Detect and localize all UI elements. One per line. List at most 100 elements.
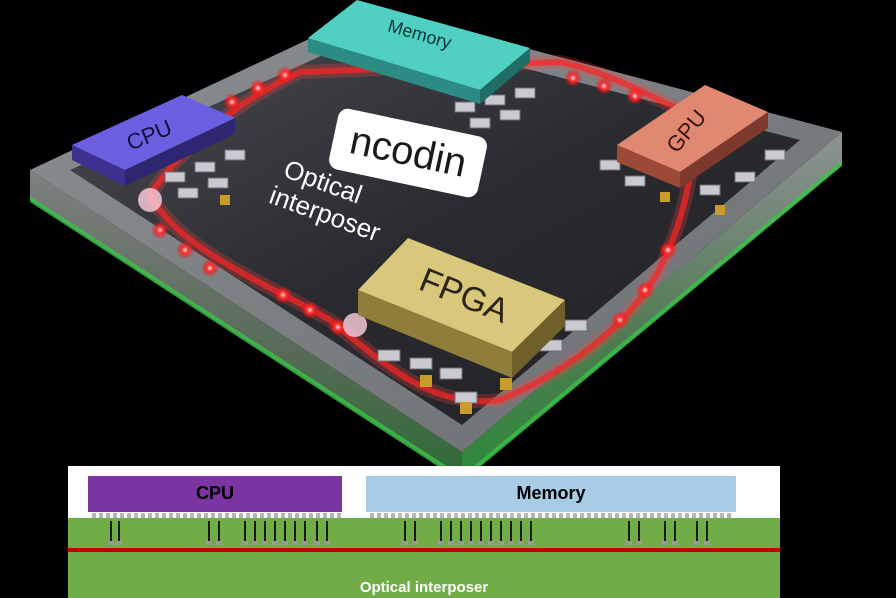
xs-cpu-label: CPU <box>195 483 234 503</box>
solder-bump <box>692 513 696 518</box>
plate-right-side <box>462 132 842 480</box>
solder-bump <box>559 513 563 518</box>
solder-bump <box>377 513 381 518</box>
solder-bump <box>384 513 388 518</box>
solder-bump <box>622 513 626 518</box>
solder-bump <box>517 513 521 518</box>
via-pad <box>458 541 464 545</box>
cross-section-graphic <box>68 476 780 598</box>
solder-bump <box>629 513 633 518</box>
via-pad <box>282 541 288 545</box>
via-line <box>316 521 318 541</box>
via-line <box>208 521 210 541</box>
solder-bump <box>155 513 159 518</box>
via-pad <box>116 541 122 545</box>
solder-bump <box>524 513 528 518</box>
solder-bump <box>594 513 598 518</box>
via-pad <box>498 541 504 545</box>
solder-bump <box>573 513 577 518</box>
via-line <box>264 521 266 541</box>
solder-bump <box>190 513 194 518</box>
solder-bump <box>706 513 710 518</box>
solder-bump <box>531 513 535 518</box>
solder-bump <box>274 513 278 518</box>
solder-bump <box>503 513 507 518</box>
solder-bump <box>113 513 117 518</box>
via-pad <box>292 541 298 545</box>
solder-bump <box>699 513 703 518</box>
gold-contacts <box>220 192 725 414</box>
via-pad <box>108 541 114 545</box>
solder-bump <box>253 513 257 518</box>
solder-bump <box>664 513 668 518</box>
solder-bump <box>204 513 208 518</box>
via-line <box>284 521 286 541</box>
solder-bump <box>92 513 96 518</box>
via-line <box>450 521 452 541</box>
via-pad <box>302 541 308 545</box>
solder-bump <box>197 513 201 518</box>
solder-bump <box>426 513 430 518</box>
solder-bump <box>127 513 131 518</box>
via-pad <box>636 541 642 545</box>
via-line <box>520 521 522 541</box>
solder-bump <box>99 513 103 518</box>
solder-bump <box>148 513 152 518</box>
via-pad <box>448 541 454 545</box>
via-line <box>500 521 502 541</box>
cross-section-diagram: CPU Memory Optical interposer <box>68 466 780 598</box>
solder-bump <box>643 513 647 518</box>
via-line <box>440 521 442 541</box>
solder-bump <box>447 513 451 518</box>
via-pad <box>528 541 534 545</box>
via-line <box>326 521 328 541</box>
via-pad <box>672 541 678 545</box>
via-line <box>254 521 256 541</box>
solder-bump <box>650 513 654 518</box>
solder-bump <box>239 513 243 518</box>
solder-bump <box>636 513 640 518</box>
via-line <box>218 521 220 541</box>
solder-bump <box>433 513 437 518</box>
solder-bump <box>232 513 236 518</box>
solder-bump <box>405 513 409 518</box>
solder-bump <box>412 513 416 518</box>
via-line <box>638 521 640 541</box>
via-line <box>460 521 462 541</box>
solder-bump <box>454 513 458 518</box>
solder-bump <box>538 513 542 518</box>
solder-bump <box>323 513 327 518</box>
xs-cpu-chip <box>88 476 342 512</box>
via-pad <box>216 541 222 545</box>
interposer-board <box>70 30 800 425</box>
via-pad <box>626 541 632 545</box>
via-pad <box>518 541 524 545</box>
solder-bump <box>246 513 250 518</box>
solder-bump <box>727 513 731 518</box>
xs-memory-label: Memory <box>516 483 586 503</box>
xs-interposer-body <box>68 518 780 598</box>
via-pad <box>324 541 330 545</box>
led-array <box>138 66 677 337</box>
via-pad <box>272 541 278 545</box>
via-pad <box>438 541 444 545</box>
cpu-chip-3d: CPU <box>72 95 235 186</box>
green-edge-glow-right <box>462 160 842 482</box>
via-pad <box>468 541 474 545</box>
solder-bump <box>608 513 612 518</box>
via-line <box>674 521 676 541</box>
solder-bump <box>671 513 675 518</box>
solder-bump <box>309 513 313 518</box>
via-line <box>118 521 120 541</box>
via-pad <box>402 541 408 545</box>
via-pad <box>242 541 248 545</box>
solder-bump <box>106 513 110 518</box>
solder-bump <box>260 513 264 518</box>
xs-solder-bumps <box>92 513 731 518</box>
via-line <box>414 521 416 541</box>
solder-bump <box>713 513 717 518</box>
solder-bump <box>601 513 605 518</box>
solder-bump <box>225 513 229 518</box>
via-pad <box>206 541 212 545</box>
